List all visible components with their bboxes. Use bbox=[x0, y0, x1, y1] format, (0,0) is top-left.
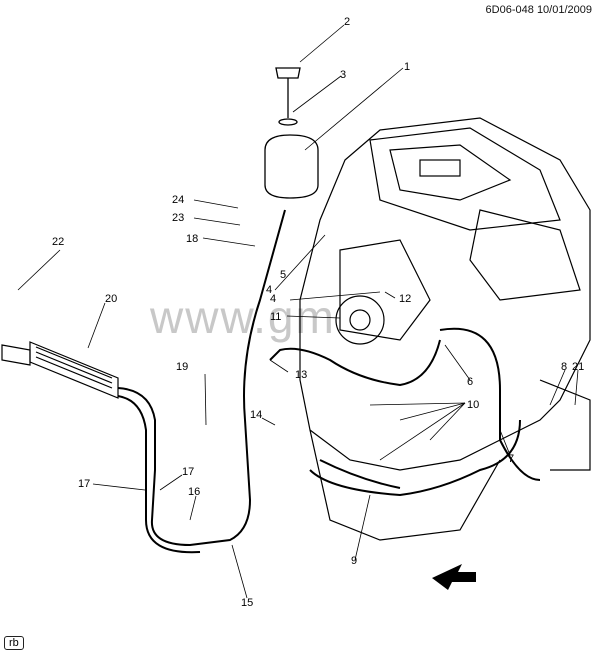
callout-3: 3 bbox=[340, 69, 346, 81]
callout-18: 18 bbox=[186, 233, 198, 245]
callout-19: 19 bbox=[176, 361, 188, 373]
callout-2: 2 bbox=[344, 16, 350, 28]
reservoir bbox=[264, 67, 319, 199]
callout-11: 11 bbox=[270, 311, 281, 323]
callout-17a: 17 bbox=[78, 478, 90, 490]
oil-cooler bbox=[1, 341, 119, 399]
callout-7: 7 bbox=[508, 453, 514, 465]
callout-5: 5 bbox=[280, 269, 286, 281]
hoses bbox=[117, 209, 541, 554]
diagram-header: 6D06-048 10/01/2009 bbox=[486, 4, 592, 16]
callout-12: 12 bbox=[399, 293, 411, 305]
callout-labels: 1 2 3 4 4 5 6 7 8 9 10 11 12 13 14 15 16… bbox=[52, 16, 584, 609]
callout-17b: 17 bbox=[182, 466, 194, 478]
fr-label: FR bbox=[462, 571, 477, 583]
callout-22: 22 bbox=[52, 236, 64, 248]
callout-4a: 4 bbox=[266, 284, 272, 296]
callout-1: 1 bbox=[404, 61, 410, 73]
rb-badge: rb bbox=[4, 636, 24, 650]
diagram-date: 10/01/2009 bbox=[536, 4, 592, 16]
callout-20: 20 bbox=[105, 293, 117, 305]
callout-14: 14 bbox=[250, 409, 262, 421]
callout-16: 16 bbox=[188, 486, 200, 498]
callout-21: 21 bbox=[572, 361, 584, 373]
callout-4b: 4 bbox=[270, 293, 276, 305]
callout-10: 10 bbox=[467, 399, 479, 411]
callout-9: 9 bbox=[351, 555, 357, 567]
callout-13: 13 bbox=[295, 369, 307, 381]
callout-23: 23 bbox=[172, 212, 184, 224]
diagram-code: 6D06-048 bbox=[485, 4, 534, 16]
callout-24: 24 bbox=[172, 194, 184, 206]
front-arrow-icon bbox=[432, 564, 476, 590]
leader-lines bbox=[17, 24, 579, 599]
callout-15: 15 bbox=[241, 597, 253, 609]
callout-8: 8 bbox=[561, 361, 567, 373]
callout-6: 6 bbox=[467, 376, 473, 388]
engine-block bbox=[299, 117, 591, 541]
